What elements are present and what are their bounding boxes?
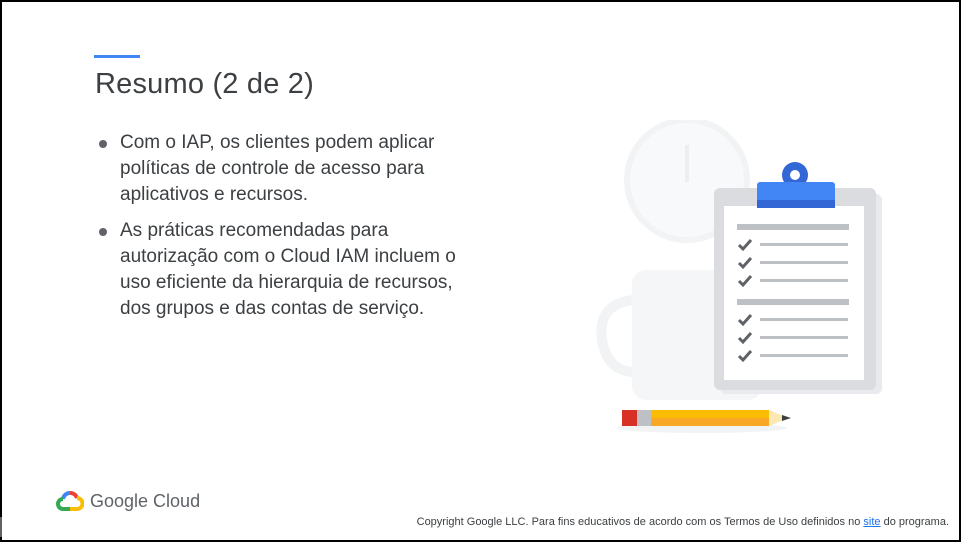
bullet-item: Com o IAP, os clientes podem aplicar pol…: [98, 130, 478, 208]
footer-text-end: do programa.: [880, 516, 949, 528]
bullet-dot-icon: [99, 228, 107, 236]
title-accent-bar: [94, 55, 140, 58]
bullet-item: As práticas recomendadas para autorizaçã…: [98, 218, 478, 322]
clipboard-illustration: [592, 117, 892, 445]
bullet-text: As práticas recomendadas para autorizaçã…: [120, 220, 456, 319]
cloud-logo-icon: [56, 490, 84, 511]
logo-text: Google Cloud: [90, 490, 201, 511]
footer-text: Copyright Google LLC. Para fins educativ…: [416, 516, 864, 528]
bullet-dot-icon: [99, 140, 107, 148]
copyright-footer: Copyright Google LLC. Para fins educativ…: [417, 516, 949, 528]
google-cloud-logo: Google Cloud: [56, 490, 200, 512]
slide-title: Resumo (2 de 2): [95, 68, 314, 100]
footer-site-link[interactable]: site: [863, 516, 881, 528]
bullet-text: Com o IAP, os clientes podem aplicar pol…: [120, 132, 435, 205]
bullet-list: Com o IAP, os clientes podem aplicar pol…: [98, 130, 478, 332]
clipboard-checklist-icon: [596, 117, 882, 433]
